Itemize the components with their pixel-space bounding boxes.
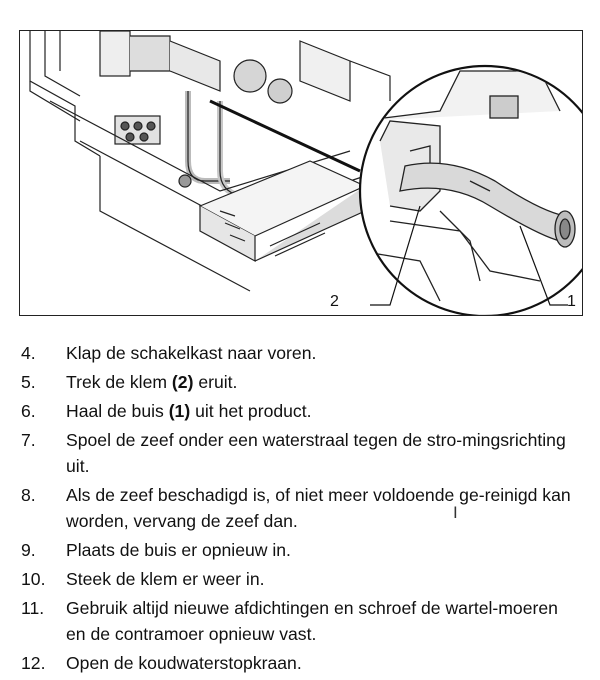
list-item: 7. Spoel de zeef onder een waterstraal t… xyxy=(0,427,600,479)
step-number: 9. xyxy=(21,540,36,560)
step-number: 5. xyxy=(21,372,36,392)
step-number: 6. xyxy=(21,401,36,421)
callout-label-2: 2 xyxy=(330,293,339,310)
step-text: Gebruik altijd nieuwe afdichtingen en sc… xyxy=(66,598,558,644)
step-text: Spoel de zeef onder een waterstraal tege… xyxy=(66,430,566,476)
text-cursor-icon: I xyxy=(453,503,458,522)
boiler-illustration: 2 1 xyxy=(19,30,583,316)
list-item: 9. Plaats de buis er opnieuw in. xyxy=(0,537,600,563)
step-number: 8. xyxy=(21,485,36,505)
step-text: Klap de schakelkast naar voren. xyxy=(66,343,317,363)
step-text: Trek de klem (2) eruit. xyxy=(66,372,238,392)
instruction-steps: 4. Klap de schakelkast naar voren. 5. Tr… xyxy=(0,340,600,679)
step-number: 7. xyxy=(21,430,36,450)
boiler-drawing xyxy=(29,31,582,315)
list-item: 8. Als de zeef beschadigd is, of niet me… xyxy=(0,482,600,534)
list-item: 4. Klap de schakelkast naar voren. xyxy=(0,340,600,366)
step-number: 12. xyxy=(21,653,46,673)
step-text: Als de zeef beschadigd is, of niet meer … xyxy=(66,485,571,531)
step-number: 10. xyxy=(21,569,46,589)
list-item: 11. Gebruik altijd nieuwe afdichtingen e… xyxy=(0,595,600,647)
list-item: 12. Open de koudwaterstopkraan. xyxy=(0,650,600,676)
step-text: Steek de klem er weer in. xyxy=(66,569,265,589)
step-number: 4. xyxy=(21,343,36,363)
list-item: 10. Steek de klem er weer in. xyxy=(0,566,600,592)
step-text: Open de koudwaterstopkraan. xyxy=(66,653,302,673)
callout-label-1: 1 xyxy=(567,293,576,310)
list-item: 5. Trek de klem (2) eruit. xyxy=(0,369,600,395)
step-number: 11. xyxy=(21,598,45,618)
step-text: Plaats de buis er opnieuw in. xyxy=(66,540,291,560)
list-item: 6. Haal de buis (1) uit het product. xyxy=(0,398,600,424)
step-text: Haal de buis (1) uit het product. xyxy=(66,401,312,421)
